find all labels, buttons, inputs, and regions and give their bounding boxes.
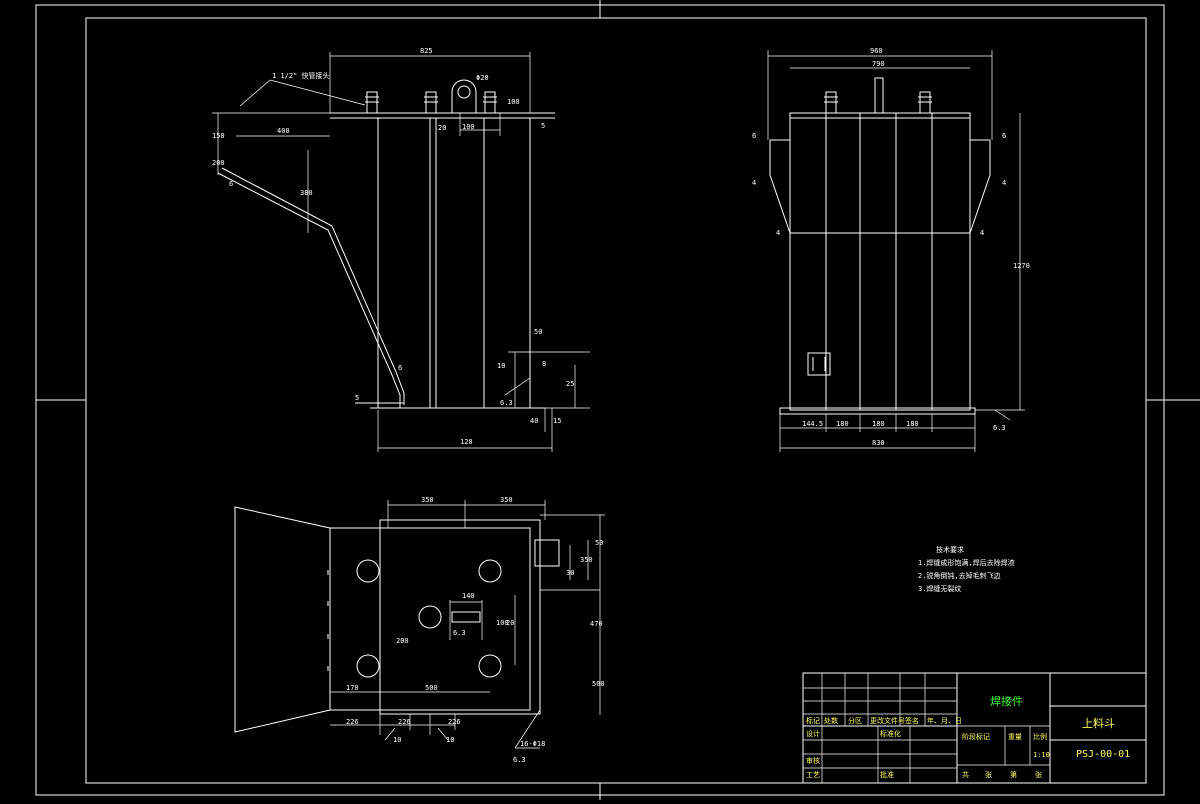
- tb-sheet-no: 第: [1010, 770, 1017, 779]
- tech-note-3: 3.焊缝无裂纹: [918, 584, 961, 593]
- plan-50-dim: 50: [595, 539, 603, 547]
- front-5-dim: 5: [541, 122, 545, 130]
- tb-part-type: 焊接件: [990, 694, 1023, 708]
- front-left-top-dim: 150: [212, 132, 225, 140]
- front-10-dim: 10: [497, 362, 505, 370]
- plan-140-dim: 140: [462, 592, 475, 600]
- plan-20-dim: 20: [506, 619, 514, 627]
- tech-notes-title: 技术要求: [936, 545, 964, 554]
- front-weld-symbol: 6.3: [500, 399, 513, 407]
- front-slope-thk-dim: 6: [398, 364, 402, 372]
- tb-check: 审核: [806, 756, 820, 765]
- front-h100-dim: 100: [507, 98, 520, 106]
- tb-scale: 1:10: [1033, 751, 1050, 759]
- side-right-6-dim: 6: [1002, 132, 1006, 140]
- front-top-width-dim: 825: [420, 47, 433, 55]
- front-hole-dim: Φ20: [476, 74, 489, 82]
- plan-10a-dim: 10: [393, 736, 401, 744]
- tb-label-count: 处数: [824, 716, 838, 725]
- side-top-outer-dim: 960: [870, 47, 883, 55]
- plan-100-dim: 100: [496, 619, 509, 627]
- tb-sheets-total: 共: [962, 770, 969, 779]
- plan-weld-note: 6.3: [513, 756, 526, 764]
- side-label-4a: 4: [752, 179, 756, 187]
- front-left-400-dim: 400: [277, 127, 290, 135]
- sheet-frame: [35, 0, 1200, 800]
- plan-view: 350 350 140 200 170 500 226 226 226 10 1…: [234, 496, 605, 764]
- tb-stage-mark: 阶段标记: [962, 732, 990, 741]
- side-label-4b: 4: [1002, 179, 1006, 187]
- side-view: 960 790 1270 6 6 144.5 180 180 180 830 4…: [752, 47, 1030, 452]
- pipe-fitting-callout: 1 1/2" 快管接头: [272, 71, 330, 80]
- plan-10b-dim: 10: [446, 736, 454, 744]
- tb-drawing-no: PSJ-00-01: [1076, 749, 1130, 760]
- side-b3-dim: 180: [872, 420, 885, 428]
- plan-30-dim: 30: [566, 569, 574, 577]
- front-25-dim: 25: [566, 380, 574, 388]
- plan-200-dim: 200: [396, 637, 409, 645]
- front-left-mid-dim: 200: [212, 159, 225, 167]
- plan-226c-dim: 226: [448, 718, 461, 726]
- side-b2-dim: 180: [836, 420, 849, 428]
- plan-hole-note: 16-Φ18: [520, 740, 545, 748]
- tb-design: 设计: [806, 729, 820, 738]
- tb-weight: 重量: [1008, 733, 1022, 741]
- front-50-dim: 50: [534, 328, 542, 336]
- tb-label-mark: 标记: [806, 716, 820, 725]
- tb-label-zone: 分区: [848, 716, 862, 725]
- plan-slot-weld: 6.3: [453, 629, 466, 637]
- front-base-width-dim: 120: [460, 438, 473, 446]
- front-slope-v-dim: 380: [300, 189, 313, 197]
- tb-standard: 标准化: [880, 729, 901, 738]
- tb-label-change-doc: 更改文件号: [870, 716, 905, 725]
- tb-label-date: 年、月、日: [927, 716, 962, 725]
- tb-approve: 批准: [880, 770, 894, 779]
- plan-500-right-dim: 500: [592, 680, 605, 688]
- side-label-4d: 4: [980, 229, 984, 237]
- front-base-thk-dim: 5: [355, 394, 359, 402]
- tb-part-name: 上料斗: [1082, 716, 1115, 730]
- side-height-dim: 1270: [1013, 262, 1030, 270]
- side-roughness: 6.3: [993, 424, 1006, 432]
- front-100-dim: 100: [462, 123, 475, 131]
- side-b1-dim: 144.5: [802, 420, 823, 428]
- front-view: 825 1 1/2" 快管接头 400 150 200 380 Φ20 100 …: [212, 47, 590, 452]
- side-left-6-dim: 6: [752, 132, 756, 140]
- plan-170-dim: 170: [346, 684, 359, 692]
- side-top-inner-dim: 790: [872, 60, 885, 68]
- front-20-dim: 20: [438, 124, 446, 132]
- tb-sheet-label: 张: [1035, 770, 1042, 779]
- plan-470-dim: 470: [590, 620, 603, 628]
- tb-ratio: 比例: [1033, 732, 1047, 741]
- plan-top-right-dim: 350: [500, 496, 513, 504]
- plan-500-dim: 500: [425, 684, 438, 692]
- side-label-4c: 4: [776, 229, 780, 237]
- plan-226a-dim: 226: [346, 718, 359, 726]
- plan-226b-dim: 226: [398, 718, 411, 726]
- tech-note-1: 1.焊缝成形饱满,焊后去除焊渣: [918, 558, 1015, 567]
- front-weld-size: 8: [542, 360, 546, 368]
- plan-350-dim: 350: [580, 556, 593, 564]
- side-b4-dim: 180: [906, 420, 919, 428]
- front-plate-thk-dim: 6: [229, 180, 233, 188]
- plan-top-left-dim: 350: [421, 496, 434, 504]
- front-15-dim: 15: [553, 417, 561, 425]
- title-block: 标记 处数 分区 更改文件号 签名 年、月、日 设计 标准化 审核 工艺 批准 …: [802, 672, 1147, 784]
- tb-process: 工艺: [806, 771, 820, 779]
- tb-label-sign: 签名: [905, 716, 919, 725]
- side-base-dim: 830: [872, 439, 885, 447]
- technical-requirements: 技术要求 1.焊缝成形饱满,焊后去除焊渣 2.锐角倒钝,去掉毛刺飞边 3.焊缝无…: [918, 545, 1015, 593]
- tech-note-2: 2.锐角倒钝,去掉毛刺飞边: [918, 571, 1001, 580]
- tb-sheets-label: 张: [985, 770, 992, 779]
- front-40-dim: 40: [530, 417, 538, 425]
